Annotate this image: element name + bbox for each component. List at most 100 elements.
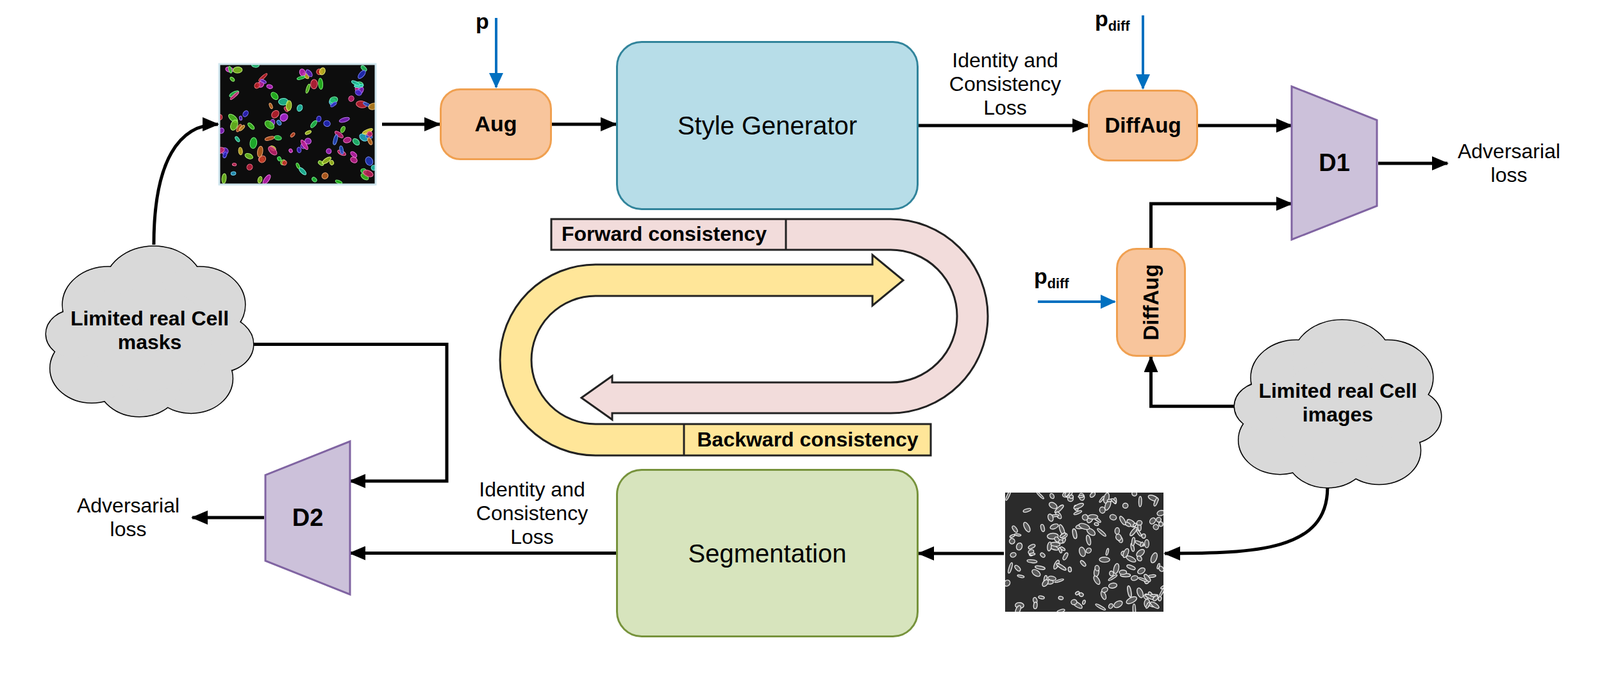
connector xyxy=(1151,203,1293,249)
cell xyxy=(1075,591,1081,596)
cell xyxy=(1067,567,1072,573)
cell xyxy=(1059,546,1066,552)
cell xyxy=(1108,571,1115,577)
node-label: Limited real Cell masks xyxy=(66,307,234,355)
mask-cell xyxy=(230,171,236,176)
cell xyxy=(1149,552,1159,565)
cell xyxy=(1148,517,1158,526)
annotation-label: pdiff xyxy=(1094,6,1131,34)
mask-cell xyxy=(225,66,234,74)
connector-line xyxy=(382,123,440,127)
cell xyxy=(1139,542,1144,548)
cell xyxy=(1014,605,1022,613)
cell xyxy=(1059,532,1068,540)
data-cloud: Limited real Cell images xyxy=(1234,318,1442,488)
cell xyxy=(1026,559,1038,564)
cell xyxy=(1078,546,1087,558)
mask-cell xyxy=(305,68,314,78)
cell-image-cells xyxy=(1005,492,1164,613)
mask-cell xyxy=(366,137,374,146)
cell xyxy=(1151,595,1159,602)
node-label: DiffAug xyxy=(1104,113,1181,138)
mask-cell xyxy=(317,78,324,90)
connector-line xyxy=(551,123,617,127)
cell xyxy=(1053,536,1061,543)
annotation-label: pdiff xyxy=(1033,264,1070,292)
cell xyxy=(1049,523,1059,531)
cell xyxy=(1156,563,1161,570)
mask-cell xyxy=(332,133,339,145)
cell xyxy=(1011,525,1019,534)
node-label: Segmentation xyxy=(688,539,847,569)
annotation-label: p xyxy=(475,8,490,34)
cell xyxy=(1073,502,1085,511)
cell xyxy=(1132,523,1138,528)
cell xyxy=(1056,608,1065,613)
cell xyxy=(1050,542,1061,548)
mask-cell xyxy=(321,155,333,166)
mask-cell xyxy=(261,173,272,185)
cell xyxy=(1062,552,1069,561)
mask-cell xyxy=(350,79,361,87)
mask-cell xyxy=(227,66,233,74)
cell xyxy=(1149,601,1160,611)
cell xyxy=(1007,562,1014,574)
discriminator-shape: D1 xyxy=(1291,86,1377,240)
cell xyxy=(1136,521,1142,526)
connector xyxy=(1198,125,1292,127)
mask-cell xyxy=(326,148,333,155)
mask-cell xyxy=(367,101,376,111)
connector xyxy=(153,124,440,245)
annotation-label: Forward consistency xyxy=(561,222,767,247)
cell xyxy=(1122,503,1129,509)
mask-cell xyxy=(316,116,322,123)
connector-line xyxy=(350,551,617,556)
annotation-label: Adversarial loss xyxy=(1452,139,1566,188)
cell xyxy=(1009,552,1017,559)
mask-cell xyxy=(269,108,281,120)
cell xyxy=(1155,517,1161,523)
cell xyxy=(1100,587,1109,594)
node-label: Style Generator xyxy=(677,110,858,141)
cell xyxy=(1005,579,1012,588)
cell xyxy=(1094,522,1100,527)
mask-cell xyxy=(245,162,254,172)
mask-cell xyxy=(246,121,256,131)
mask-cell xyxy=(221,173,227,184)
cell xyxy=(1087,514,1099,520)
mask-cell xyxy=(354,89,363,97)
cell xyxy=(1023,508,1032,514)
mask-cell xyxy=(229,76,236,83)
cell xyxy=(1039,552,1047,559)
mask-cell xyxy=(285,100,292,111)
cell xyxy=(1017,575,1025,579)
band-divider xyxy=(785,219,788,250)
cell xyxy=(1069,494,1074,500)
cell xyxy=(1107,603,1114,610)
trapezoid xyxy=(1291,86,1377,240)
mask-cell xyxy=(228,119,240,132)
connector-line xyxy=(918,124,1088,128)
mask-cell xyxy=(305,83,311,94)
mask-cell xyxy=(299,139,309,151)
mask-cell xyxy=(275,119,283,127)
mask-cell xyxy=(296,75,306,81)
mask-cell xyxy=(342,136,352,144)
cell xyxy=(1040,524,1046,533)
mask-cell xyxy=(339,145,345,155)
cell xyxy=(1064,492,1072,498)
cell xyxy=(1046,513,1054,523)
cell xyxy=(1096,528,1108,538)
mask-cell xyxy=(238,147,243,156)
cell xyxy=(1145,601,1151,609)
cell xyxy=(1108,514,1117,522)
mask-cell xyxy=(239,116,243,121)
mask-cell xyxy=(296,146,302,154)
mask-cell xyxy=(347,94,356,103)
cell xyxy=(1138,496,1142,508)
node-label: Limited real Cell images xyxy=(1253,379,1422,427)
connector xyxy=(1151,357,1236,407)
cell xyxy=(1070,599,1077,606)
cell xyxy=(1038,595,1045,600)
mask-cell xyxy=(296,103,304,113)
